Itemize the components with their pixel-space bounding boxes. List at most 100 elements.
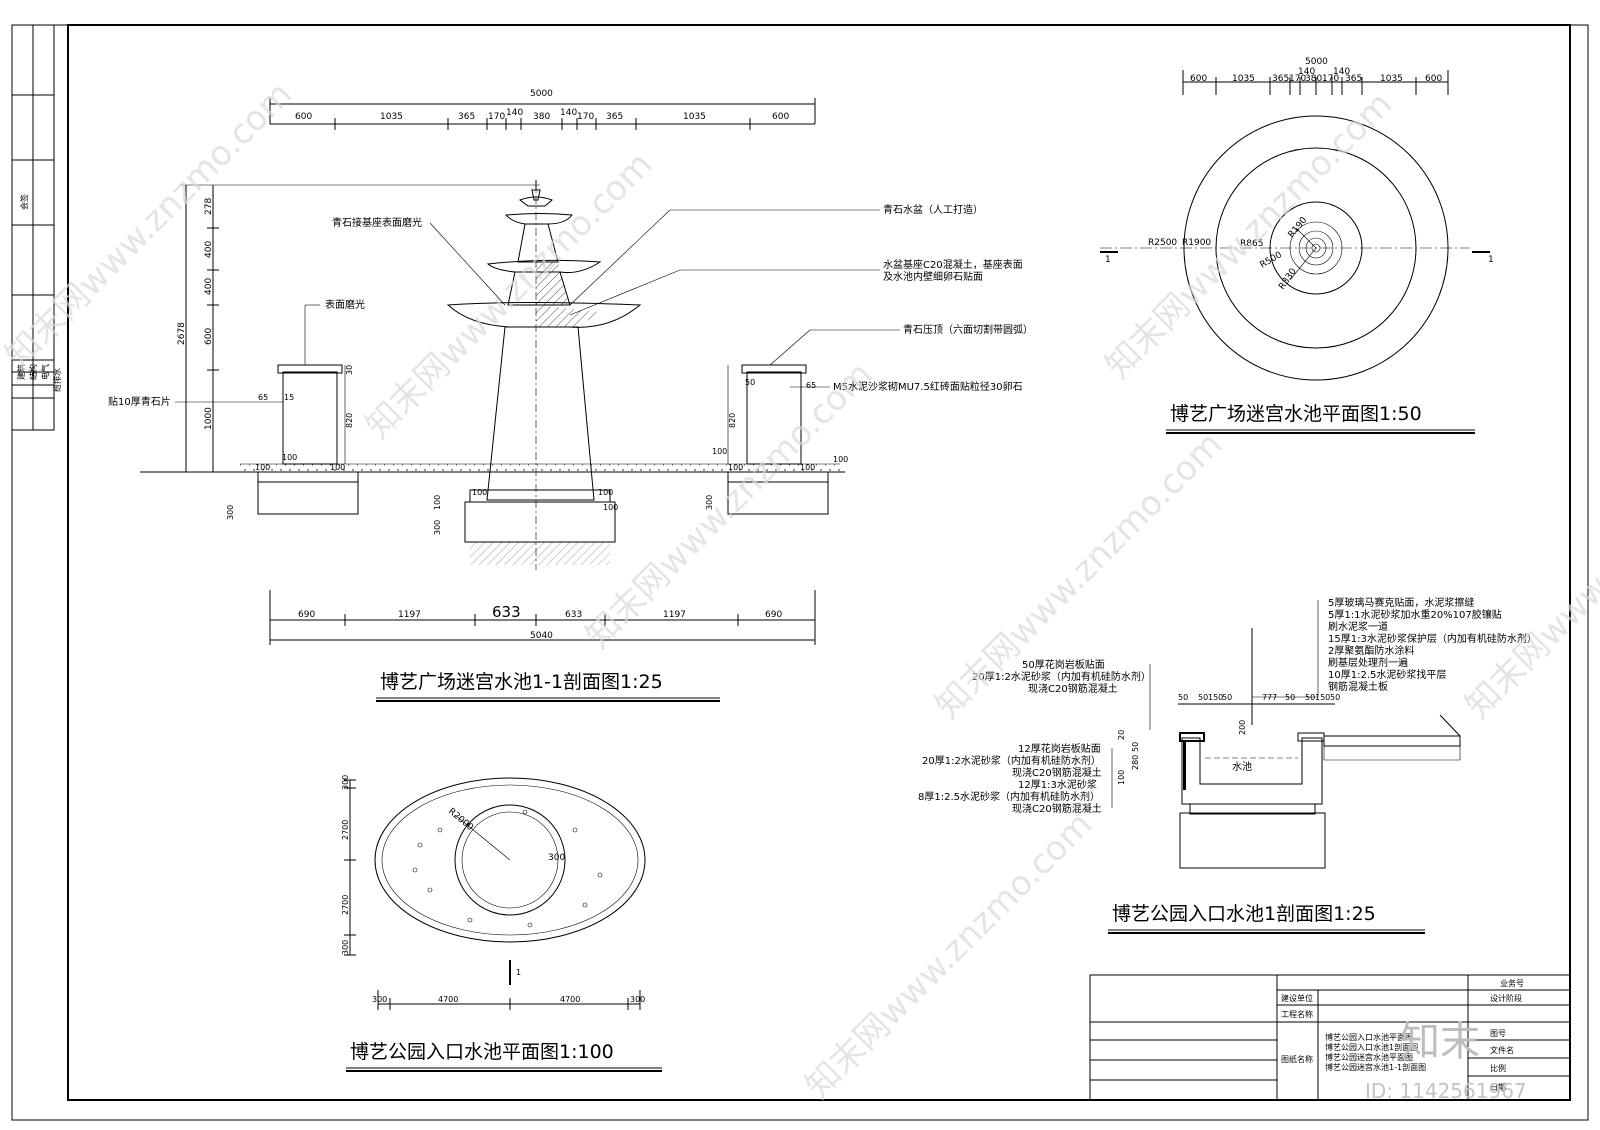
note-surface-polish: 表面磨光 [325,298,365,311]
tb-name-3: 博艺公园迷宫水池1-1剖面图 [1325,1062,1426,1072]
notes-left-bottom: 12厚花岗岩板贴面 20厚1:2水泥砂浆（内加有机硅防水剂） 现浇C20钢筋混凝… [918,742,1113,815]
tb-right-5: 文件名 [1490,1045,1514,1055]
maze-dim-3: 170 [1289,74,1306,84]
dim-820-right: 820 [728,413,737,428]
notes-left-top: 50厚花岗岩板贴面 20厚1:2水泥砂浆（内加有机硅防水剂） 现浇C20钢筋混凝… [972,658,1151,730]
ent-plan-ldim-3: 300 [341,940,350,955]
maze-dim-5: 140 [1298,67,1315,77]
note-base-polish: 青石接基座表面磨光 [332,216,422,229]
note-r-6: 10厚1:2.5水泥砂浆找平层 [1328,668,1446,681]
left-total: 2678 [177,322,187,345]
note-lb-4: 8厚1:2.5水泥砂浆（内加有机硅防水剂） [918,790,1100,803]
bottom-dim-1: 1197 [398,610,421,620]
ent-plan-bdim-0: 300 [372,995,387,1004]
water-label: 水池 [1232,760,1252,773]
top-dim-6: 140 [560,108,577,118]
note-stone-slice: 贴10厚青石片 [108,395,171,408]
ent-plan-r2000: R2000 [446,807,475,834]
tb-right-3: 日期 [1490,1083,1506,1092]
dim-100-c: 100 [330,463,345,472]
tb-right-1: 设计阶段 [1490,993,1522,1003]
watermarks: 知末网www.znzmo.com 知末网www.znzmo.com 知末网www… [0,74,1600,1106]
dim-100-j: 100 [800,463,815,472]
inner-circle-2 [1298,230,1334,266]
note-lb-1: 20厚1:2水泥砂浆（内加有机硅防水剂） [922,754,1101,767]
logo-mark: 知末 [1400,1019,1480,1065]
maze-r500: R500 [1259,250,1285,271]
stamp-cell-3: 电气 [40,364,50,380]
tb-name-2: 博艺公园迷宫水池平面图 [1325,1052,1413,1062]
bottom-dim-2: 633 [492,603,521,621]
maze-plan-title: 博艺广场迷宫水池平面图1:50 [1170,403,1422,425]
top-dim-0: 600 [295,112,312,122]
maze-dim-6: 140 [1333,67,1350,77]
left-dim-4: 1000 [204,407,214,430]
entrance-section: 5厚玻璃马赛克贴面，水泥浆擦缝 5厚1:1水泥砂浆加水重20%107胶镶贴 刷水… [918,596,1537,934]
top-dim-2: 365 [458,112,475,122]
dim-30: 30 [345,365,354,375]
top-dim-7: 170 [577,112,594,122]
title-block: 建设单位 工程名称 图纸名称 业务号 设计阶段 图号 日期 比例 文件名 博艺公… [1089,974,1571,1101]
note-stone-basin: 青石水盆（人工打造） [883,203,983,216]
light-dots [412,809,603,928]
maze-dim-9: 1035 [1380,74,1403,84]
ent-dim-4: 777 [1262,693,1277,702]
inner-border [67,24,1571,1101]
note-r-7: 钢筋混凝土板 [1328,680,1388,693]
top-dim-4: 140 [506,108,523,118]
outer-border [11,24,1589,1121]
ent-dim-6: 50 [1305,693,1315,702]
top-dim-10: 600 [772,112,789,122]
wm-5: 知末网www.znzmo.com [1098,84,1400,386]
wm-2: 知末网www.znzmo.com [358,144,660,446]
top-dim-9: 1035 [683,112,706,122]
tb-name-1: 博艺公园入口水池1剖面图 [1325,1042,1418,1052]
ent-plan-mark: 1 [516,968,521,977]
top-finial [518,189,553,207]
ent-plan-ldim-2: 2700 [341,895,350,915]
notes-right: 5厚玻璃马赛克贴面，水泥浆擦缝 5厚1:1水泥砂浆加水重20%107胶镶贴 刷水… [1252,596,1537,698]
tb-row-2: 图纸名称 [1281,1054,1313,1064]
maze-dim-7: 170 [1322,74,1339,84]
entrance-plan: R2000 300 300 2700 2700 300 1 300 4700 [341,775,662,1072]
stamp-cell-2: 结构 [28,364,38,380]
tb-right-0: 业务号 [1500,978,1524,988]
top-total: 5000 [530,89,553,99]
note-lb-0: 12厚花岗岩板贴面 [1018,742,1101,755]
ent-plan-bdim-3: 300 [630,995,645,1004]
note-r-1: 5厚1:1水泥砂浆加水重20%107胶镶贴 [1328,608,1502,621]
tb-name-0: 博艺公园入口水池平面图 [1325,1032,1413,1042]
entrance-plan-title: 博艺公园入口水池平面图1:100 [350,1041,614,1063]
stamp-cell-4: 给排水 [52,368,62,392]
wm-7: 知末网www.znzmo.com [798,804,1100,1106]
bottom-dim-5: 690 [765,610,782,620]
maze-top-total: 5000 [1305,57,1328,67]
dim-100-k: 100 [833,455,848,464]
maze-r330: R330 [1277,267,1299,292]
center-ring [454,804,566,916]
dim-50: 50 [745,378,755,387]
ent-dim-5: 50 [1285,693,1295,702]
dim-300-left: 300 [226,505,235,520]
ent-plan-ldim-1: 2700 [341,820,350,840]
ent-dim-0: 50 [1178,693,1188,702]
stamp-cell-1: 建筑 [16,364,26,380]
bottom-dim-0: 690 [298,610,315,620]
note-brick: M5水泥沙浆砌MU7.5红砖面贴粒径30卵石 [833,380,1023,393]
ent-dim-2: 150 [1208,693,1223,702]
ent-dim-1: 50 [1198,693,1208,702]
wm-3: 知末网www.znzmo.com [578,354,880,656]
fountain-section-title: 博艺广场迷宫水池1-1剖面图1:25 [380,671,663,693]
ent-plan-ldim-0: 300 [341,775,350,790]
note-basin-base: 水盆基座C20混凝土，基座表面 [883,258,1023,271]
dim-100-i: 100 [728,463,743,472]
ent-vdim-4: 200 [1238,720,1247,735]
top-dim-1: 1035 [380,112,403,122]
dim-300-right: 300 [705,495,714,510]
ent-dim-3: 50 [1222,693,1232,702]
maze-plan: 5000 600 1035 365 170 380 140 140 170 36… [1100,57,1494,434]
ent-dim-7: 150 [1315,693,1330,702]
note-lt-2: 现浇C20钢筋混凝土 [1028,682,1118,695]
ent-vdim-3: 100 [1117,770,1126,785]
pool-basin [1181,737,1323,805]
